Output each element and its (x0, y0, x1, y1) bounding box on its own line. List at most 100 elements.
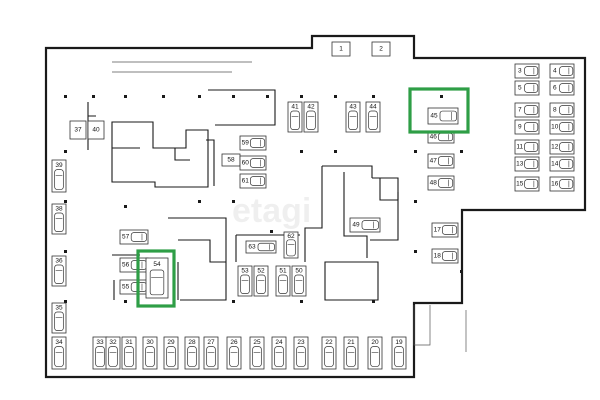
space-number-label: 23 (297, 339, 305, 346)
parking-space-34[interactable]: 34 (51, 336, 67, 370)
parking-space-35[interactable]: 35 (51, 302, 67, 334)
car-icon (442, 251, 458, 261)
parking-space-27[interactable]: 27 (203, 336, 219, 370)
space-number-label: 4 (553, 68, 557, 75)
car-icon (306, 110, 316, 130)
parking-space-22[interactable]: 22 (321, 336, 337, 370)
space-number-label: 1 (339, 46, 343, 53)
parking-space-7[interactable]: 7 (514, 102, 540, 118)
space-number-label: 52 (257, 268, 265, 275)
parking-space-31[interactable]: 31 (121, 336, 137, 370)
space-number-label: 2 (379, 46, 383, 53)
parking-space-38[interactable]: 38 (51, 203, 67, 235)
space-number-label: 45 (430, 113, 438, 120)
car-icon (296, 346, 306, 367)
space-number-label: 12 (551, 144, 559, 151)
parking-space-62[interactable]: 62 (283, 231, 299, 259)
car-icon (524, 105, 539, 115)
parking-space-50[interactable]: 50 (291, 265, 307, 297)
space-number-label: 8 (553, 107, 557, 114)
parking-space-9[interactable]: 9 (514, 119, 540, 135)
parking-space-56[interactable]: 56 (119, 257, 149, 273)
parking-space-32[interactable]: 32 (105, 336, 121, 370)
parking-space-4[interactable]: 4 (549, 63, 575, 79)
parking-space-55[interactable]: 55 (119, 279, 149, 295)
parking-space-52[interactable]: 52 (253, 265, 269, 297)
parking-space-30[interactable]: 30 (142, 336, 158, 370)
parking-space-59[interactable]: 59 (239, 135, 267, 151)
car-icon (124, 346, 134, 367)
space-number-label: 30 (146, 339, 154, 346)
parking-space-41[interactable]: 41 (287, 101, 303, 133)
parking-space-53[interactable]: 53 (237, 265, 253, 297)
parking-space-26[interactable]: 26 (226, 336, 242, 370)
parking-space-3[interactable]: 3 (514, 63, 540, 79)
parking-space-37[interactable]: 37 (69, 120, 87, 140)
parking-space-47[interactable]: 47 (427, 153, 455, 169)
car-icon (54, 264, 64, 284)
parking-space-8[interactable]: 8 (549, 102, 575, 118)
parking-space-6[interactable]: 6 (549, 80, 575, 96)
space-number-label: 42 (307, 104, 315, 111)
space-number-label: 13 (516, 161, 524, 168)
parking-space-24[interactable]: 24 (271, 336, 287, 370)
car-icon (256, 274, 266, 294)
parking-space-43[interactable]: 43 (345, 101, 361, 133)
parking-space-10[interactable]: 10 (549, 119, 575, 135)
car-icon (442, 225, 458, 235)
parking-space-63[interactable]: 63 (245, 240, 277, 254)
parking-space-42[interactable]: 42 (303, 101, 319, 133)
parking-space-61[interactable]: 61 (239, 173, 267, 189)
car-icon (240, 274, 250, 294)
parking-space-46[interactable]: 46 (427, 130, 455, 144)
space-number-label: 60 (242, 160, 250, 167)
parking-space-49[interactable]: 49 (349, 217, 381, 233)
car-icon (206, 346, 216, 367)
space-number-label: 16 (551, 181, 559, 188)
parking-space-29[interactable]: 29 (163, 336, 179, 370)
parking-space-5[interactable]: 5 (514, 80, 540, 96)
parking-space-18[interactable]: 18 (431, 248, 459, 264)
highlight-frame-space-45 (408, 87, 470, 134)
space-number-label: 35 (55, 305, 63, 312)
parking-space-36[interactable]: 36 (51, 255, 67, 287)
parking-space-44[interactable]: 44 (365, 101, 381, 133)
parking-space-1[interactable]: 1 (331, 41, 351, 57)
space-number-label: 27 (207, 339, 215, 346)
parking-space-13[interactable]: 13 (514, 156, 540, 172)
car-icon (524, 142, 539, 152)
parking-space-19[interactable]: 19 (391, 336, 407, 370)
parking-space-15[interactable]: 15 (514, 176, 540, 192)
space-number-label: 38 (55, 206, 63, 213)
space-number-label: 55 (122, 284, 130, 291)
parking-space-60[interactable]: 60 (239, 155, 267, 171)
space-number-label: 61 (242, 178, 250, 185)
parking-space-11[interactable]: 11 (514, 139, 540, 155)
parking-space-28[interactable]: 28 (184, 336, 200, 370)
car-icon (559, 159, 574, 169)
car-icon (149, 269, 165, 296)
parking-space-45[interactable]: 45 (427, 107, 459, 125)
space-number-label: 14 (551, 161, 559, 168)
car-icon (370, 346, 380, 367)
parking-space-57[interactable]: 57 (119, 229, 149, 245)
parking-space-54[interactable]: 54 (145, 257, 169, 299)
parking-space-21[interactable]: 21 (343, 336, 359, 370)
parking-space-25[interactable]: 25 (249, 336, 265, 370)
parking-space-14[interactable]: 14 (549, 156, 575, 172)
highlighted-spaces (136, 87, 470, 308)
parking-space-33[interactable]: 33 (92, 336, 108, 370)
parking-space-2[interactable]: 2 (371, 41, 391, 57)
parking-space-17[interactable]: 17 (431, 222, 459, 238)
parking-space-39[interactable]: 39 (51, 159, 67, 193)
parking-space-12[interactable]: 12 (549, 139, 575, 155)
parking-space-20[interactable]: 20 (367, 336, 383, 370)
car-icon (559, 122, 574, 132)
parking-space-48[interactable]: 48 (427, 175, 455, 191)
parking-space-23[interactable]: 23 (293, 336, 309, 370)
parking-space-51[interactable]: 51 (275, 265, 291, 297)
parking-space-40[interactable]: 40 (87, 120, 105, 140)
parking-space-16[interactable]: 16 (549, 176, 575, 192)
parking-space-58[interactable]: 58 (221, 153, 241, 167)
